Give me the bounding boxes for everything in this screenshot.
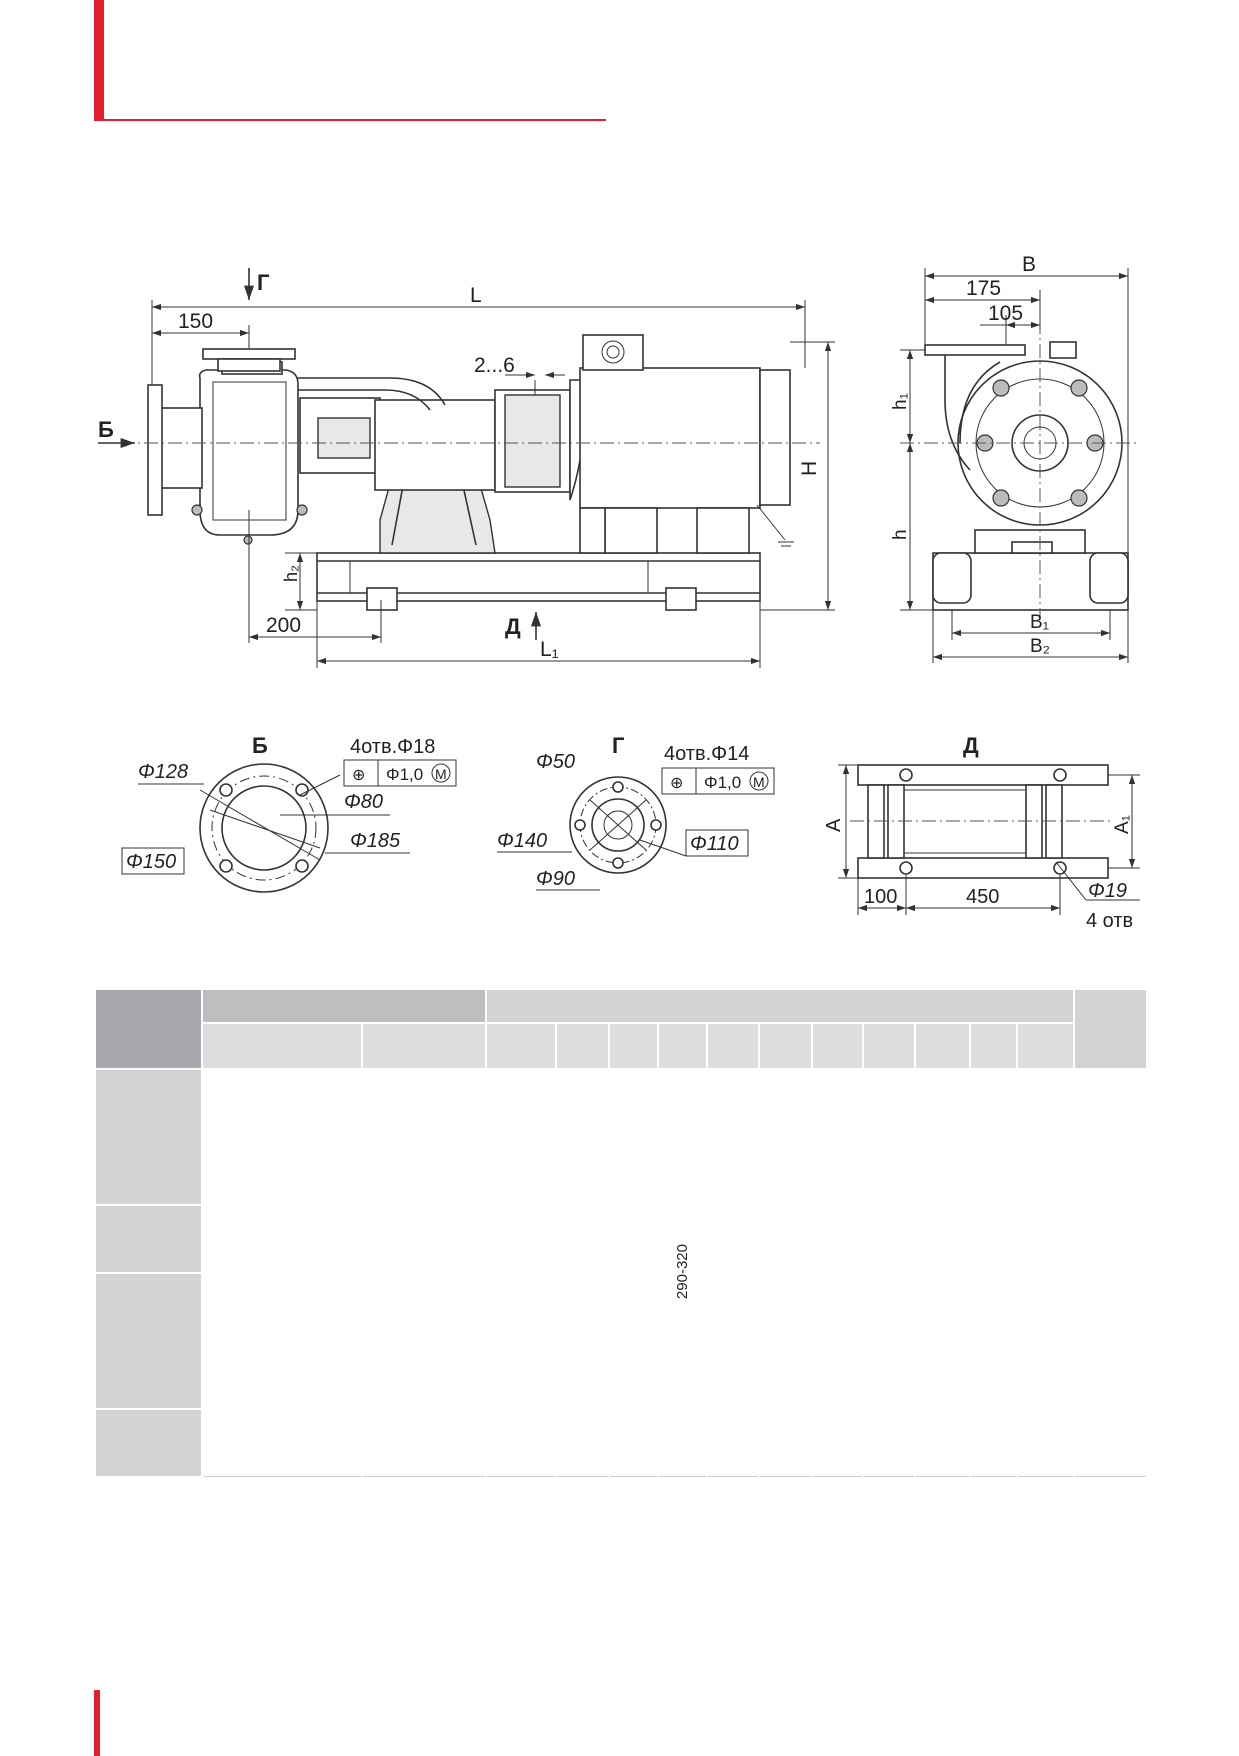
header-cell bbox=[1073, 988, 1149, 1070]
dim-105: 105 bbox=[988, 302, 1023, 325]
header-cell bbox=[484, 988, 1076, 1024]
side-view-dimensions: L 150 Г Б 2...6 H h₂ 200 L₁ bbox=[98, 268, 835, 668]
base-d-100: 100 bbox=[864, 886, 897, 908]
flange-b-tol-symbol: ⊕ bbox=[352, 767, 365, 784]
flange-g-mod: M bbox=[753, 774, 765, 790]
header-cell bbox=[657, 1022, 708, 1070]
flange-b-view: Б 4отв.Φ18 ⊕ Φ1,0 M Φ128 Φ80 Φ185 Φ150 bbox=[121, 733, 457, 893]
dim-h: h bbox=[890, 529, 911, 540]
header-cell bbox=[201, 1022, 363, 1070]
header-cell bbox=[201, 988, 487, 1024]
end-view bbox=[900, 320, 1140, 620]
flange-g-holes: 4отв.Φ14 bbox=[664, 743, 749, 765]
table-row bbox=[95, 1170, 1149, 1206]
table-header-row-2 bbox=[95, 1022, 1147, 1070]
group-cell bbox=[94, 1068, 203, 1206]
base-d-hole: Φ19 bbox=[1088, 880, 1127, 902]
table-row bbox=[95, 1102, 1149, 1138]
table-row bbox=[95, 1374, 1149, 1410]
dim-H: H bbox=[798, 461, 821, 476]
header-cell bbox=[811, 1022, 864, 1070]
dim-B1: B₁ bbox=[1030, 612, 1049, 633]
header-cell bbox=[485, 1022, 557, 1070]
table-row bbox=[94, 1272, 1149, 1477]
dim-175: 175 bbox=[966, 277, 1001, 300]
view-label-G: Г bbox=[257, 270, 270, 295]
dim-L: L bbox=[470, 284, 482, 307]
table-row bbox=[95, 1136, 1149, 1172]
flange-g-d110: Φ110 bbox=[690, 833, 739, 855]
merged-value: 290-320 bbox=[674, 1243, 691, 1300]
base-d-title: Д bbox=[963, 733, 979, 758]
base-d-450: 450 bbox=[966, 886, 999, 908]
table-header-row-1 bbox=[94, 988, 1149, 1070]
group-cell bbox=[94, 1272, 203, 1410]
header-cell bbox=[758, 1022, 813, 1070]
group-cell bbox=[94, 1204, 203, 1274]
base-d-A1: A₁ bbox=[1112, 815, 1133, 834]
dim-200: 200 bbox=[266, 614, 301, 637]
table-row bbox=[94, 1204, 1149, 1274]
view-label-D: Д bbox=[505, 614, 521, 639]
flange-g-tolerance: Φ1,0 bbox=[704, 773, 741, 792]
pump-unit-drawing: L 150 Г Б 2...6 H h₂ 200 L₁ bbox=[98, 253, 1140, 932]
dim-L1: L₁ bbox=[540, 638, 559, 661]
accent-line-top-horizontal bbox=[94, 119, 606, 121]
base-d-view: Д A A₁ 100 450 Φ19 4 отв bbox=[823, 733, 1140, 932]
dim-B: B bbox=[1022, 253, 1036, 276]
header-cell bbox=[555, 1022, 610, 1070]
header-cell bbox=[914, 1022, 971, 1070]
dim-h2: h₂ bbox=[281, 565, 301, 582]
flange-b-mod: M bbox=[435, 766, 447, 782]
flange-g-d50: Φ50 bbox=[536, 751, 575, 773]
flange-g-d90: Φ90 bbox=[536, 868, 575, 890]
flange-b-d185: Φ185 bbox=[350, 830, 401, 852]
base-d-holes-count: 4 отв bbox=[1086, 910, 1133, 932]
flange-b-title: Б bbox=[252, 733, 268, 758]
flange-b-tolerance: Φ1,0 bbox=[386, 765, 423, 784]
header-cell bbox=[608, 1022, 659, 1070]
flange-g-tol-symbol: ⊕ bbox=[670, 775, 683, 792]
header-cell bbox=[969, 1022, 1018, 1070]
dim-h1: h₁ bbox=[890, 393, 911, 410]
accent-bar-top-vertical bbox=[94, 0, 104, 120]
flange-b-d150: Φ150 bbox=[126, 851, 176, 873]
flange-b-d80: Φ80 bbox=[344, 791, 383, 813]
dim-150: 150 bbox=[178, 310, 213, 333]
header-cell bbox=[862, 1022, 916, 1070]
flange-b-holes: 4отв.Φ18 bbox=[350, 736, 435, 758]
merged-value-cell: 290-320 bbox=[657, 1068, 708, 1477]
spec-table: 290-320 bbox=[94, 988, 1149, 1478]
table-row bbox=[94, 1408, 1149, 1478]
header-cell bbox=[1015, 1022, 1076, 1070]
header-cell bbox=[706, 1022, 760, 1070]
base-d-A: A bbox=[823, 818, 845, 832]
side-view bbox=[120, 334, 820, 611]
table-row bbox=[95, 1306, 1149, 1342]
group-cell bbox=[94, 1408, 203, 1478]
table-row: 290-320 bbox=[94, 1068, 1149, 1477]
flange-g-view: Г Φ50 4отв.Φ14 ⊕ Φ1,0 M Φ140 Φ110 Φ90 bbox=[497, 733, 775, 891]
flange-g-d140: Φ140 bbox=[497, 830, 547, 852]
table-row bbox=[95, 1238, 1149, 1274]
dim-B2: B₂ bbox=[1030, 636, 1050, 657]
view-label-B: Б bbox=[98, 417, 114, 442]
header-cell bbox=[361, 1022, 487, 1070]
header-cell bbox=[94, 988, 203, 1070]
end-view-dimensions: B 175 105 h₁ h B₁ B₂ bbox=[890, 253, 1129, 663]
flange-g-title: Г bbox=[612, 733, 625, 758]
dim-gap: 2...6 bbox=[474, 354, 515, 377]
table-row bbox=[95, 1442, 1149, 1477]
accent-bar-bottom-vertical bbox=[94, 1690, 100, 1756]
flange-b-d128: Φ128 bbox=[138, 761, 188, 783]
